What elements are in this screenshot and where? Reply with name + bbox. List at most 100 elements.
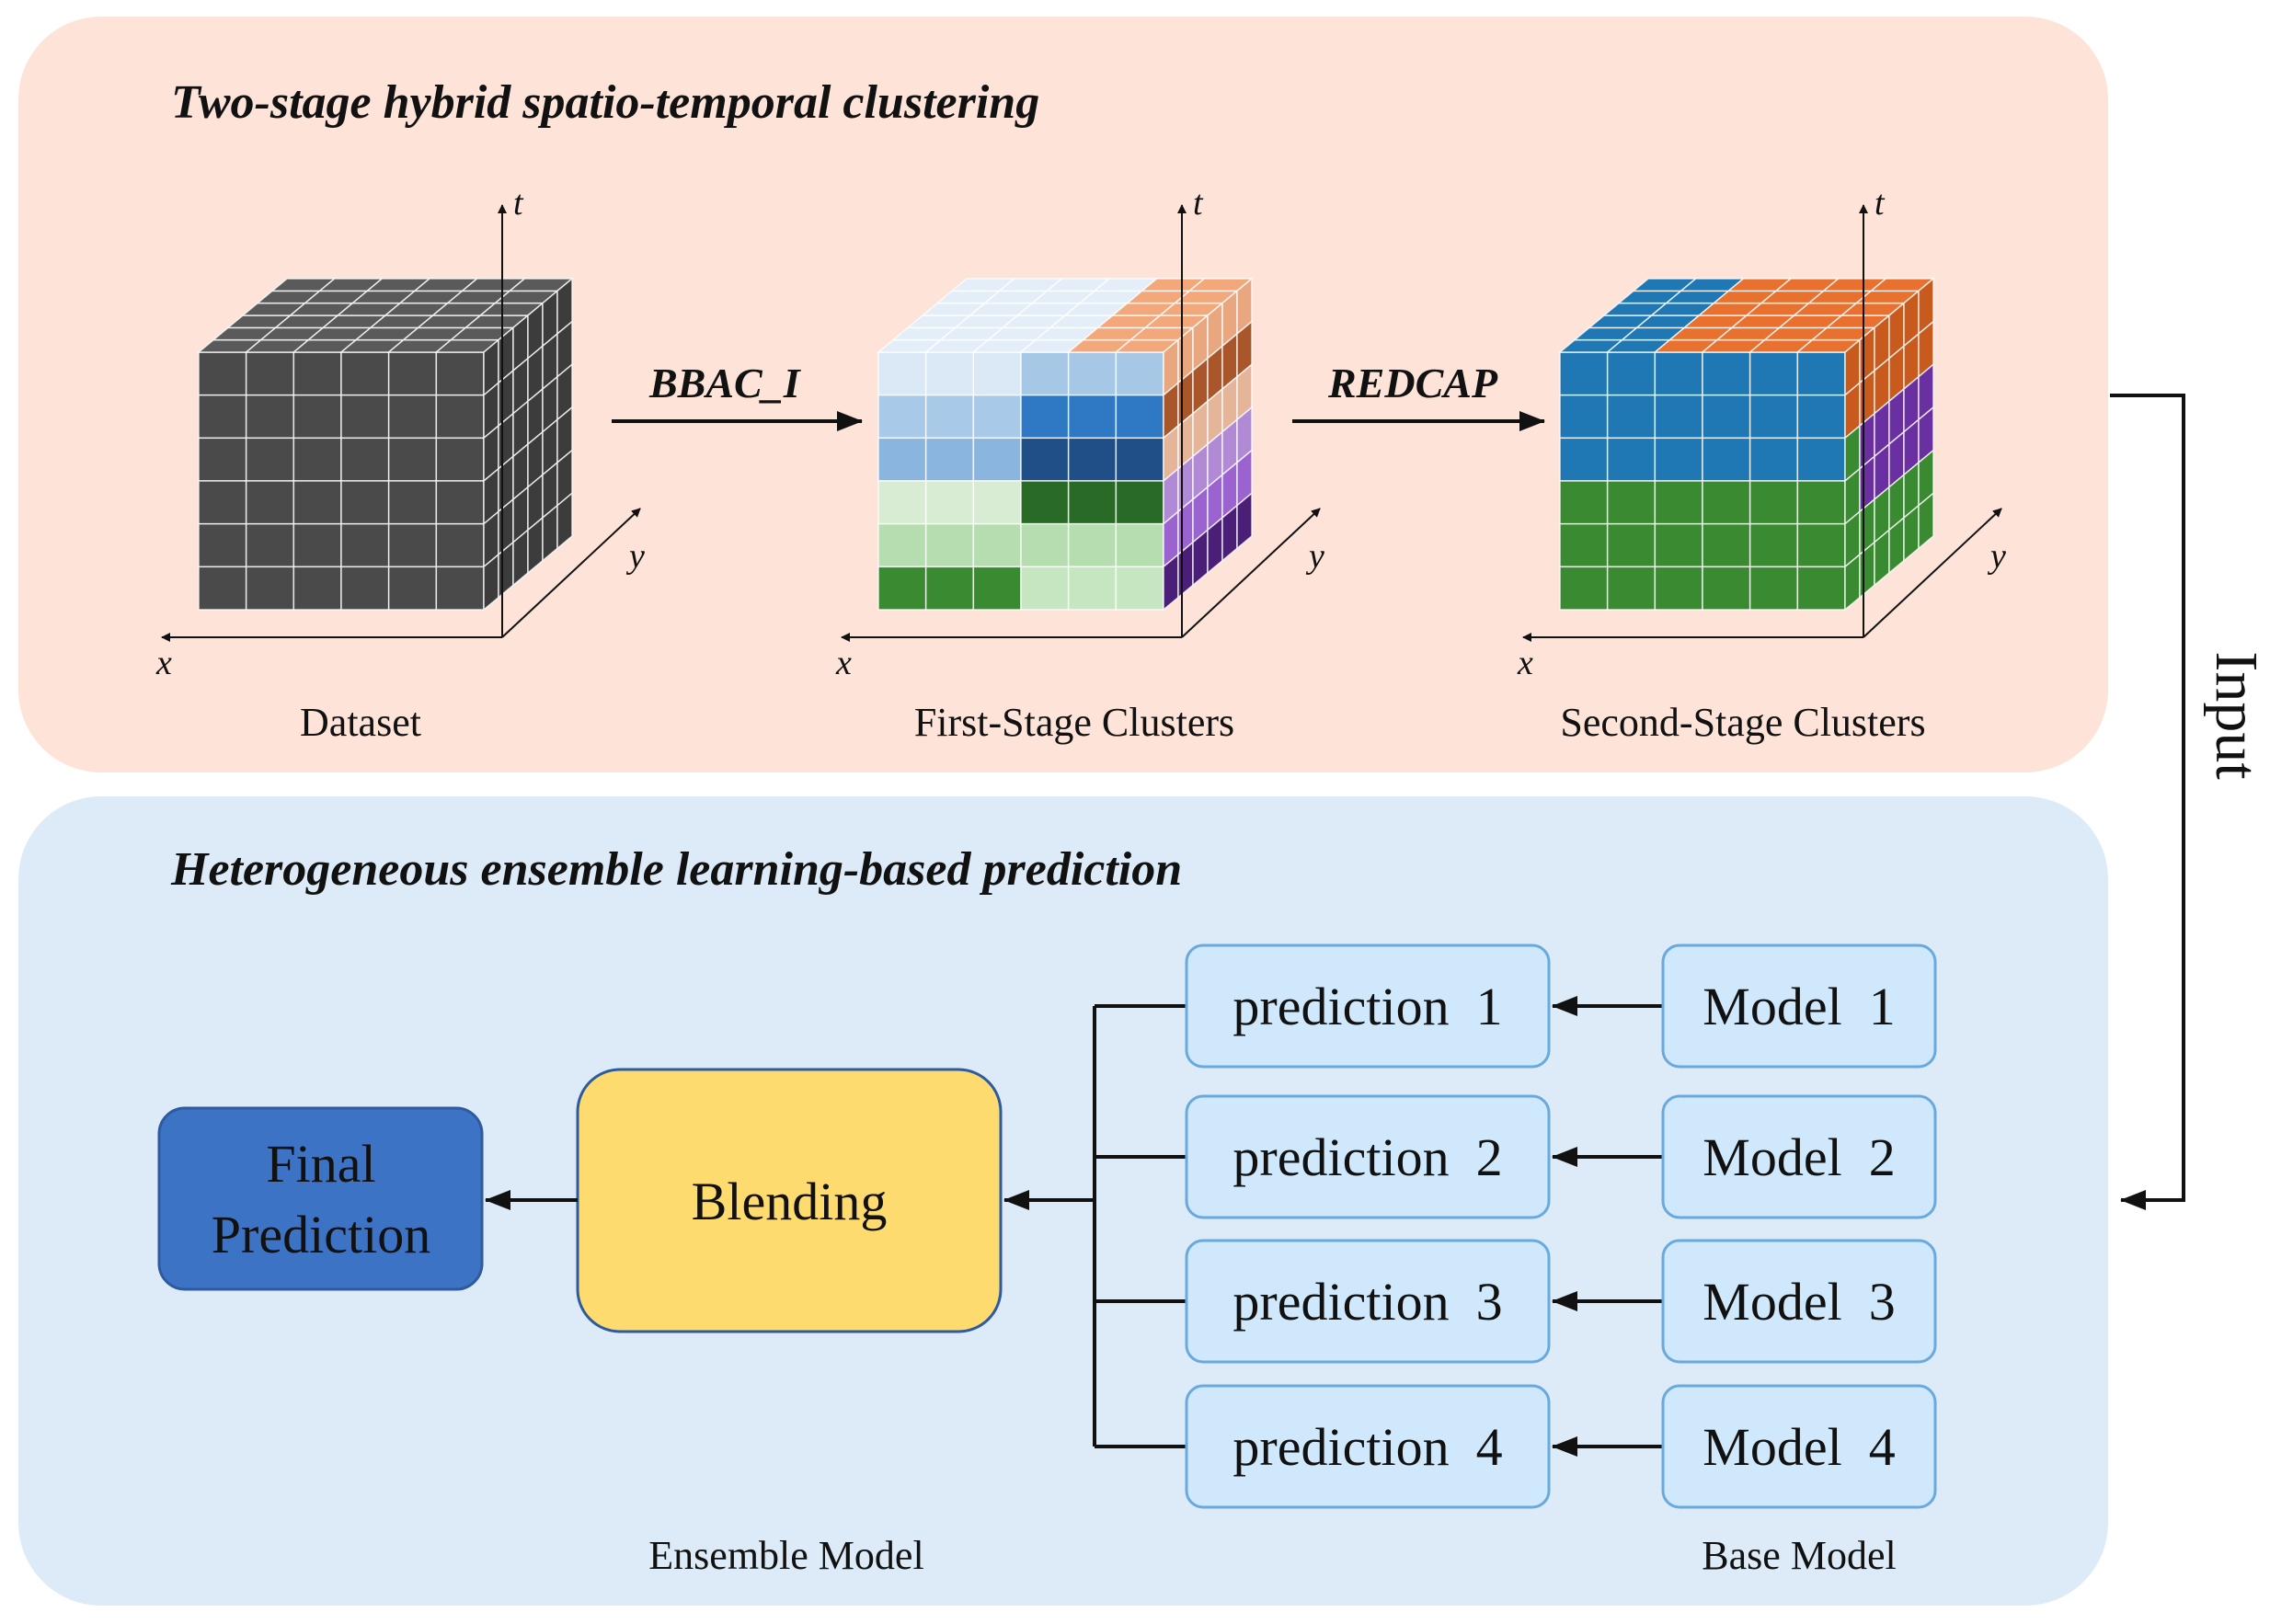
cube-front-cell xyxy=(198,351,247,396)
cube-front-cell xyxy=(1115,394,1164,440)
cube-front-cell xyxy=(245,480,295,525)
final-prediction-line1: Final xyxy=(266,1134,375,1194)
cube-front-cell xyxy=(1654,522,1703,568)
cube-front-cell xyxy=(1559,394,1609,440)
cube-front-cell xyxy=(924,394,975,440)
cube-front-cell xyxy=(435,351,485,396)
ensemble-model-caption: Ensemble Model xyxy=(648,1533,923,1578)
cube-front-cell xyxy=(1702,351,1751,396)
axis-y-label: y xyxy=(625,537,645,576)
cube-front-cell xyxy=(1796,437,1846,482)
cube-front-cell xyxy=(1654,394,1703,440)
cube-front-cell xyxy=(245,437,295,482)
cube-front-cell xyxy=(877,566,927,611)
cube-front-cell xyxy=(1796,351,1846,396)
cube-front-cell xyxy=(1559,437,1609,482)
cube-front-cell xyxy=(1748,437,1799,482)
cube-front-cell xyxy=(877,522,927,568)
cube-front-cell xyxy=(1748,394,1799,440)
cube-front-cell xyxy=(292,522,342,568)
model-box xyxy=(1661,1094,1937,1219)
cube-front-cell xyxy=(877,394,927,440)
cube-front-cell xyxy=(340,351,390,396)
cube-front-cell xyxy=(924,351,975,396)
cube-front-cell xyxy=(1654,351,1703,396)
cube-front-cell xyxy=(972,522,1022,568)
cube-front-cell xyxy=(387,566,438,611)
cube-front-cell xyxy=(877,437,927,482)
axis-x-label: x xyxy=(1517,644,1533,682)
cube-front-cell xyxy=(245,351,295,396)
model-label: Model 4 xyxy=(1703,1417,1895,1477)
axis-y-label: y xyxy=(1987,537,2006,576)
input-connector-arrow xyxy=(2110,394,2185,1210)
cube-front-cell xyxy=(972,437,1022,482)
blending-box: Blending xyxy=(576,1068,1003,1333)
cube-front-cell xyxy=(1702,566,1751,611)
cube-front-cell xyxy=(924,566,975,611)
cube-front-cell xyxy=(1115,437,1164,482)
cube-front-cell xyxy=(1067,522,1118,568)
cube-front-cell xyxy=(198,394,247,440)
cube-front-cell xyxy=(1796,394,1846,440)
cube-front-cell xyxy=(1606,480,1657,525)
cube-front-cell xyxy=(1702,394,1751,440)
cube-front-cell xyxy=(1796,522,1846,568)
final-prediction-line2: Prediction xyxy=(212,1205,430,1264)
prediction-label: prediction 1 xyxy=(1232,977,1502,1036)
dataset-cube: txy xyxy=(155,184,645,682)
cube-front-cell xyxy=(1748,566,1799,611)
base-model-caption: Base Model xyxy=(1702,1533,1896,1578)
clustering-panel-title: Two-stage hybrid spatio-temporal cluster… xyxy=(171,76,1039,129)
model-label: Model 1 xyxy=(1703,977,1895,1036)
cube-front-cell xyxy=(340,394,390,440)
cube-front-cell xyxy=(1020,522,1070,568)
cube-front-cell xyxy=(198,566,247,611)
cube-front-cell xyxy=(972,351,1022,396)
cube-front-cell xyxy=(877,480,927,525)
cube-front-cell xyxy=(1067,566,1118,611)
axis-y-line xyxy=(1181,508,1321,638)
cube-front-cell xyxy=(1115,566,1164,611)
cube-front-cell xyxy=(1702,480,1751,525)
prediction-panel-title: Heterogeneous ensemble learning-based pr… xyxy=(170,843,1182,896)
cube-front-cell xyxy=(1702,522,1751,568)
axis-t-label: t xyxy=(1875,184,1886,223)
model-box xyxy=(1661,1384,1937,1509)
cube-front-cell xyxy=(435,566,485,611)
cube-front-cell xyxy=(435,522,485,568)
prediction-row: prediction 1 Model 1 xyxy=(1095,944,1937,1069)
prediction-row: prediction 3 Model 3 xyxy=(1095,1239,1937,1364)
cube-front-cell xyxy=(1606,522,1657,568)
cube-front-cell xyxy=(1067,394,1118,440)
cube-front-cell xyxy=(877,351,927,396)
cube-front-cell xyxy=(1748,522,1799,568)
redcap-step-label: REDCAP xyxy=(1327,360,1498,406)
axis-y-line xyxy=(1863,508,2002,638)
cube-front-cell xyxy=(292,394,342,440)
cube-front-cell xyxy=(1606,566,1657,611)
axis-y-line xyxy=(501,508,641,638)
cube-front-cell xyxy=(1606,437,1657,482)
cube-front-cell xyxy=(1020,437,1070,482)
cube-front-cell xyxy=(1748,480,1799,525)
cube-front-cell xyxy=(292,437,342,482)
cube-front-cell xyxy=(435,437,485,482)
axis-t-label: t xyxy=(1193,184,1204,223)
prediction-label: prediction 3 xyxy=(1232,1272,1502,1332)
model-label: Model 3 xyxy=(1703,1272,1895,1332)
second-stage-caption: Second-Stage Clusters xyxy=(1560,700,1925,745)
second-stage-clusters-cube: t x y xyxy=(1517,184,2006,682)
cube-front-cell xyxy=(198,480,247,525)
cube-front-cell xyxy=(1559,480,1609,525)
prediction-box xyxy=(1185,1094,1551,1219)
cube-front-cell xyxy=(292,480,342,525)
cube-front-cell xyxy=(435,394,485,440)
cube-front-cell xyxy=(387,437,438,482)
cube-front-cell xyxy=(292,566,342,611)
cube-front-cell xyxy=(1020,394,1070,440)
cube-front-cell xyxy=(340,566,390,611)
